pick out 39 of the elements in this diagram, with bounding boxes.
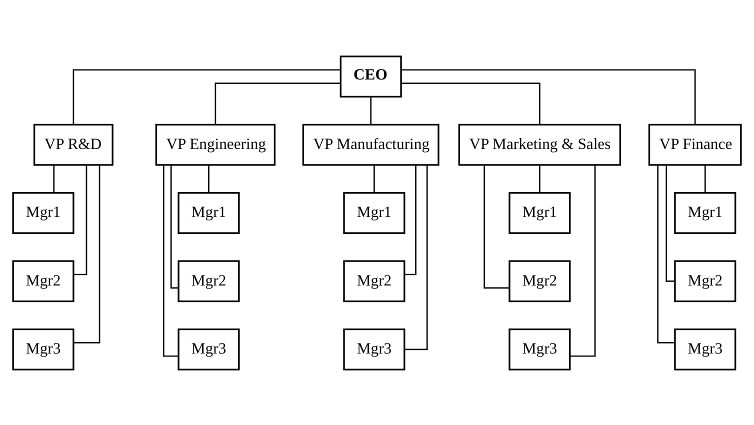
node-box: VP R&D [33, 123, 114, 166]
connector [570, 164, 596, 356]
connector [370, 96, 372, 124]
connector [657, 164, 675, 343]
node-box: Mgr3 [674, 328, 736, 370]
node-box: Mgr1 [12, 192, 74, 234]
connector [401, 68, 696, 124]
node-box: Mgr3 [508, 328, 571, 370]
node-box: Mgr1 [508, 192, 571, 234]
node-box: VP Finance [648, 123, 742, 166]
connector [404, 164, 416, 275]
connector [404, 164, 428, 350]
node-box: Mgr1 [674, 192, 736, 234]
node-box: Mgr2 [178, 260, 240, 302]
connector [53, 164, 55, 192]
connector [704, 164, 706, 192]
node-box: Mgr1 [178, 192, 240, 234]
node-box: VP Manufacturing [302, 123, 440, 166]
node-box: VP Engineering [155, 123, 276, 166]
connector [170, 164, 178, 288]
node-box: Mgr2 [12, 260, 74, 302]
node-box: Mgr2 [508, 260, 571, 302]
node-box: Mgr3 [12, 328, 74, 370]
connector [74, 164, 100, 343]
connector [72, 68, 340, 124]
node-box: Mgr3 [343, 328, 406, 370]
connector [214, 82, 341, 124]
node-box: VP Marketing & Sales [458, 123, 622, 166]
node-box: Mgr2 [674, 260, 736, 302]
connector [401, 82, 540, 124]
node-box: Mgr3 [178, 328, 240, 370]
connector [539, 164, 540, 192]
connector [484, 164, 510, 288]
connector [208, 164, 210, 192]
node-box: Mgr1 [343, 192, 406, 234]
node-box: CEO [340, 55, 402, 98]
node-box: Mgr2 [343, 260, 406, 302]
connector [374, 164, 375, 192]
connector [666, 164, 675, 282]
